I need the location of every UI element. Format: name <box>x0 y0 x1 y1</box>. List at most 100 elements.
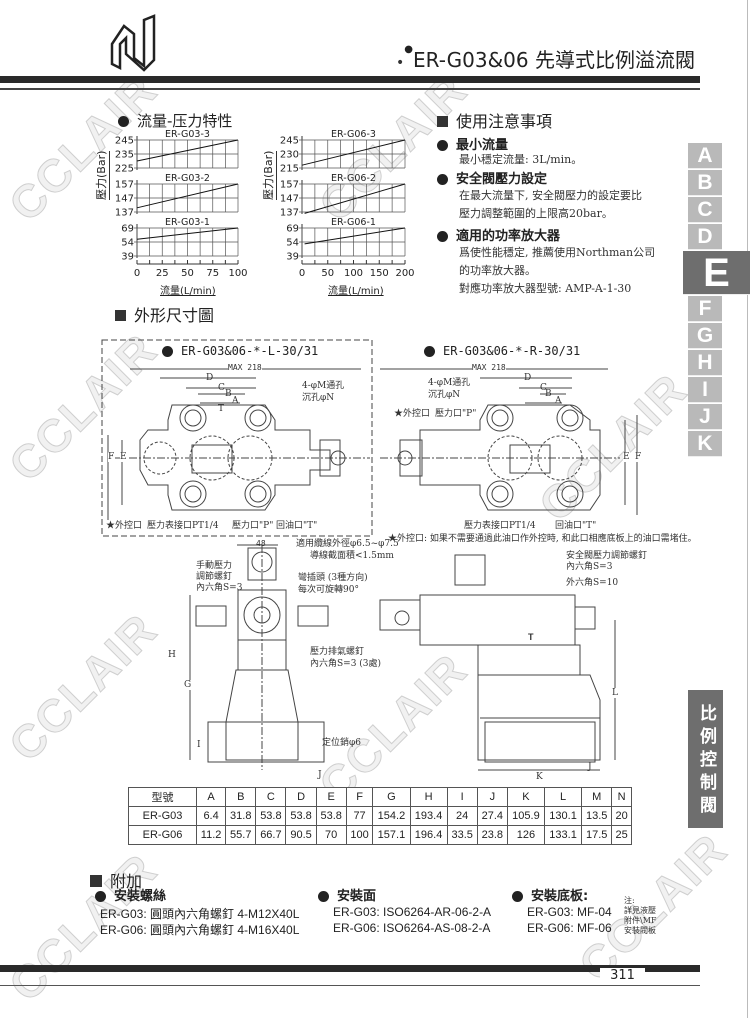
tab-h[interactable]: H <box>688 350 722 376</box>
table-header-cell: 型號 <box>128 787 197 807</box>
category-label: 比例控制閥 <box>688 690 723 828</box>
accessory-group-title: 安裝面 <box>318 885 376 904</box>
dim-t: T <box>218 404 225 414</box>
dim-c: C <box>218 383 225 393</box>
tab-a[interactable]: A <box>688 143 722 169</box>
x-tick-label: 0 <box>134 268 140 279</box>
y-tick-label: 69 <box>286 224 299 235</box>
table-cell: 23.8 <box>476 825 508 845</box>
square-bullet-icon <box>90 875 102 887</box>
tab-d[interactable]: D <box>688 224 722 250</box>
label-holes: 4-φM通孔 <box>428 378 471 388</box>
accessory-line: ER-G03: MF-04 <box>527 905 612 919</box>
characteristics-heading: 流量-压力特性 <box>118 110 232 131</box>
tab-c[interactable]: C <box>688 197 722 223</box>
bullet-icon <box>118 116 129 127</box>
x-tick-label: 50 <box>321 268 334 279</box>
table-header-cell: J <box>476 787 508 807</box>
y-tick-label: 39 <box>121 252 134 263</box>
dim-b: B <box>545 389 552 399</box>
label-holes: 4-φM通孔 <box>302 381 345 391</box>
right-top-view <box>380 368 638 515</box>
series-line <box>136 139 239 162</box>
dim-j: J <box>318 770 322 780</box>
table-cell: 31.8 <box>225 806 257 826</box>
y-tick-label: 245 <box>115 136 134 147</box>
table-header-cell: H <box>409 787 448 807</box>
tab-f[interactable]: F <box>688 296 722 322</box>
table-header-cell: E <box>315 787 347 807</box>
tab-g[interactable]: G <box>688 323 722 349</box>
note-text: 在最大流量下, 安全閥壓力的設定要比 <box>459 189 642 202</box>
accessory-line: ER-G06: MF-06 <box>527 921 612 935</box>
label-ext-port: ★外控口 <box>106 521 143 531</box>
table-header-cell: G <box>372 787 411 807</box>
tab-e[interactable]: E <box>683 251 750 295</box>
table-cell: 17.5 <box>581 825 613 845</box>
table-header-cell: L <box>543 787 583 807</box>
x-tick-label: 200 <box>395 268 414 279</box>
ext-port-note: ★外控口: 如果不需要通過此油口作外控時, 和此口相應底板上的油口需堵住。 <box>388 534 697 544</box>
tab-b[interactable]: B <box>688 170 722 196</box>
label-gauge-port: 壓力表接口PT1/4 <box>464 521 536 531</box>
header-bar <box>0 76 700 83</box>
page-title: •●ER-G03&06 先導式比例溢流閥 <box>395 44 695 72</box>
bullet-icon <box>437 174 448 185</box>
label-safety-hex: 內六角S=3 <box>566 562 613 572</box>
table-cell: 11.2 <box>195 825 227 845</box>
label-wire: 導線截面積<1.5mm <box>310 551 394 561</box>
table-cell: 77 <box>345 806 374 826</box>
dim-g: G <box>184 680 192 690</box>
x-tick-label: 25 <box>156 268 169 279</box>
right-view-title: ER-G03&06-*-R-30/31 <box>424 344 580 358</box>
note-title: 最小流量 <box>437 134 687 153</box>
table-cell: 55.7 <box>225 825 257 845</box>
table-cell: ER-G06 <box>128 825 197 845</box>
dim-i: I <box>197 740 201 750</box>
bullet-icon <box>424 346 435 357</box>
accessory-line: ER-G03: ISO6264-AR-06-2-A <box>333 905 492 919</box>
dim-j: J <box>588 762 592 772</box>
y-tick-label: 137 <box>280 208 299 219</box>
table-cell: 33.5 <box>446 825 478 845</box>
left-top-view <box>107 368 370 520</box>
notes-heading: 使用注意事項 <box>437 108 687 132</box>
label-manual: 手動壓力 <box>196 561 233 571</box>
label-cable: 適用纜線外徑φ6.5~φ7.5 <box>296 539 399 549</box>
bullet-icon <box>95 891 106 902</box>
label-ext-port: ★外控口 <box>394 409 431 419</box>
table-header-cell: F <box>345 787 374 807</box>
label-gauge-port: 壓力表接口PT1/4 <box>147 521 219 531</box>
tab-k[interactable]: K <box>688 431 722 457</box>
label-counterbore: 沉孔φN <box>302 393 335 403</box>
left-view-title: ER-G03&06-*-L-30/31 <box>162 344 318 358</box>
y-tick-label: 230 <box>280 150 299 161</box>
left-view-frame <box>101 339 373 537</box>
tab-j[interactable]: J <box>688 404 722 430</box>
table-header-cell: N <box>611 787 632 807</box>
dim-d: D <box>206 373 214 383</box>
table-cell: 196.4 <box>409 825 448 845</box>
note-text: 爲使性能穩定, 推薦使用Northman公司 <box>459 246 656 259</box>
label-t-port: 回油口"T" <box>555 521 597 531</box>
label-safety-screw: 安全閥壓力調節螺釘 <box>566 551 648 561</box>
label-p-port: 壓力口"P" <box>232 521 274 531</box>
table-cell: 157.1 <box>372 825 411 845</box>
front-view <box>189 544 329 770</box>
y-tick-label: 54 <box>121 238 134 249</box>
y-tick-label: 54 <box>286 238 299 249</box>
label-pin: 定位銷φ6 <box>322 738 362 748</box>
label-plug-rotate: 每次可旋轉90° <box>298 585 359 595</box>
tab-i[interactable]: I <box>688 377 722 403</box>
accessory-group-title: 安裝底板: <box>512 885 588 904</box>
table-cell: 126 <box>506 825 546 845</box>
accessories-heading: 附加 <box>90 868 142 892</box>
label-t-port: 回油口"T" <box>276 521 318 531</box>
panel-title: ER-G03-1 <box>165 217 210 228</box>
dim-k: K <box>536 772 543 782</box>
label-manual-screw: 調節螺釘 <box>196 572 233 582</box>
y-tick-label: 235 <box>115 150 134 161</box>
label-outer-hex: 外六角S=10 <box>566 578 619 588</box>
